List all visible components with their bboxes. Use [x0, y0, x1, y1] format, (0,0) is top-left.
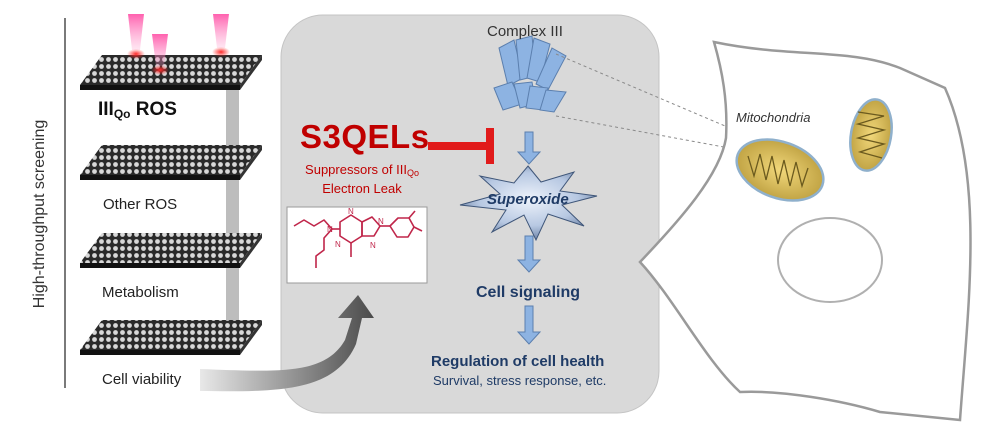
s3qels-title: S3QELs [300, 118, 430, 155]
plate-other-ros [80, 145, 262, 180]
complex-iii-icon [493, 35, 567, 113]
svg-text:N: N [335, 240, 341, 249]
down-arrow-icon [516, 131, 542, 165]
plate-label-ros: IIIQo ROS [98, 99, 177, 121]
plate-connector [226, 86, 239, 336]
svg-text:N: N [348, 207, 354, 216]
plate-label-other-ros: Other ROS [103, 196, 178, 213]
plate-label-metabolism: Metabolism [102, 284, 179, 301]
nucleus [777, 217, 883, 303]
svg-text:N: N [327, 225, 333, 234]
superoxide-label: Superoxide [487, 191, 569, 208]
screening-title: High-throughput screening [31, 119, 48, 309]
plate-label-cell-viability: Cell viability [102, 371, 182, 388]
plate-ros [80, 55, 262, 90]
cell-signaling-label: Cell signaling [476, 284, 581, 301]
curved-arrow-icon [200, 295, 374, 392]
svg-text:N: N [378, 217, 384, 226]
superoxide-burst-icon [459, 165, 598, 242]
mitochondrion-icon [735, 138, 825, 202]
svg-text:N: N [370, 241, 376, 250]
light-beam-icon [127, 14, 230, 75]
zoom-lines [555, 53, 759, 151]
down-arrow-icon [516, 235, 542, 273]
mitochondria-label: Mitochondria [736, 110, 811, 125]
regulation-detail: Survival, stress response, etc. [433, 373, 607, 388]
molecule-structure: N N N N N [286, 206, 428, 284]
regulation-label: Regulation of cell health [431, 353, 605, 370]
plate-cell-viability [80, 320, 262, 355]
s3qel-panel [280, 14, 660, 414]
plate-metabolism [80, 233, 262, 268]
down-arrow-icon [516, 305, 542, 345]
complex-iii-label: Complex III [487, 23, 563, 40]
inhibition-arrow-icon [428, 128, 494, 164]
mitochondrion-icon [849, 98, 893, 172]
